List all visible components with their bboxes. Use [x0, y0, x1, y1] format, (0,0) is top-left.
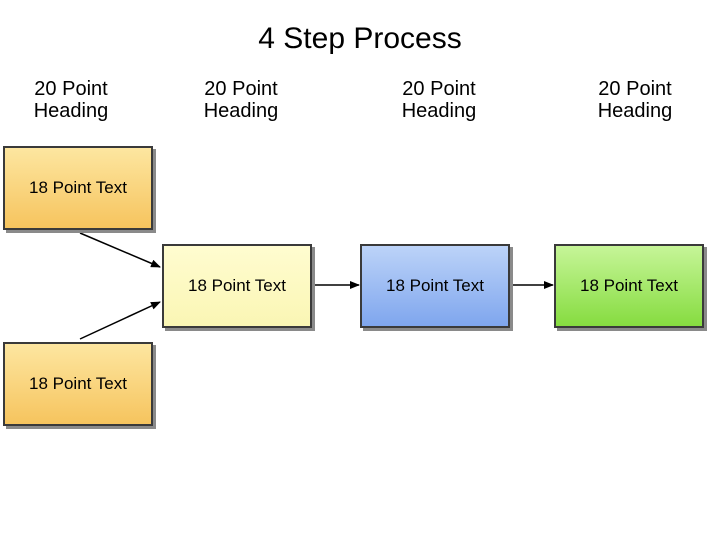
arrow-bottom-input-to-step2 [79, 301, 161, 340]
column-heading-3: 20 Point Heading [401, 78, 477, 122]
step3-box-label: 18 Point Text [386, 276, 484, 295]
arrow-top-input-to-step2 [79, 232, 161, 268]
column-heading-1: 20 Point Heading [33, 78, 109, 122]
step3-box: 18 Point Text [360, 244, 510, 328]
input-box-top: 18 Point Text [3, 146, 153, 230]
step2-box: 18 Point Text [162, 244, 312, 328]
input-box-top-label: 18 Point Text [29, 178, 127, 197]
input-box-bottom-label: 18 Point Text [29, 374, 127, 393]
diagram-title: 4 Step Process [258, 22, 462, 55]
input-box-bottom: 18 Point Text [3, 342, 153, 426]
column-heading-2: 20 Point Heading [203, 78, 279, 122]
step4-box: 18 Point Text [554, 244, 704, 328]
step2-box-label: 18 Point Text [188, 276, 286, 295]
step4-box-label: 18 Point Text [580, 276, 678, 295]
column-heading-4: 20 Point Heading [597, 78, 673, 122]
